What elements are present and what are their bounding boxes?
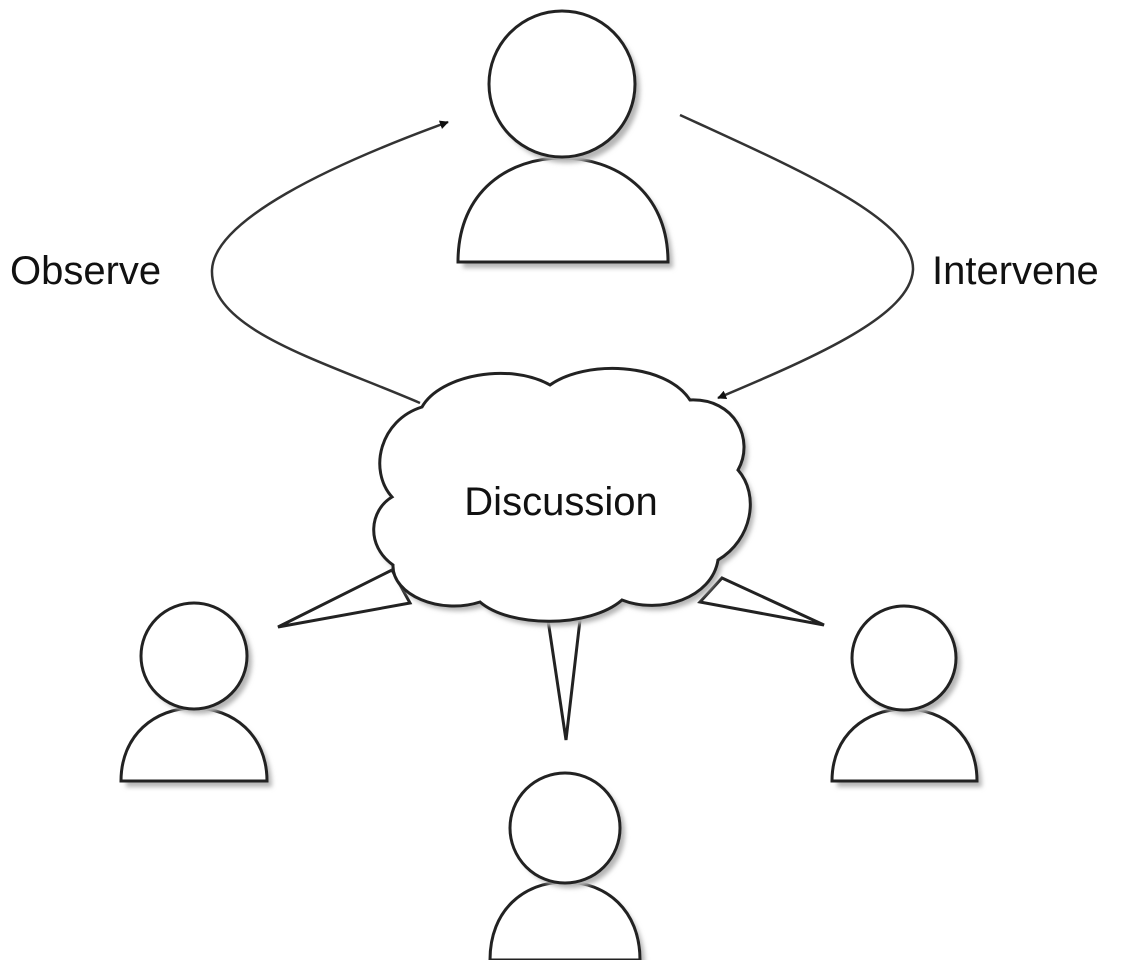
speech-tail-right	[697, 576, 825, 627]
speech-tail-bottom	[546, 618, 582, 741]
person-icon	[488, 771, 645, 960]
person-icon	[830, 604, 982, 787]
discussion-label: Discussion	[464, 480, 657, 524]
person-icon	[119, 601, 272, 787]
observe-arrow	[210, 120, 449, 405]
speech-cloud-icon	[372, 367, 755, 627]
observe-label: Observe	[10, 249, 161, 293]
person-icon	[456, 9, 673, 268]
intervene-label: Intervene	[932, 249, 1099, 293]
intervene-arrow	[679, 113, 915, 400]
speech-tails	[277, 568, 825, 741]
speech-tail-left	[277, 568, 413, 629]
